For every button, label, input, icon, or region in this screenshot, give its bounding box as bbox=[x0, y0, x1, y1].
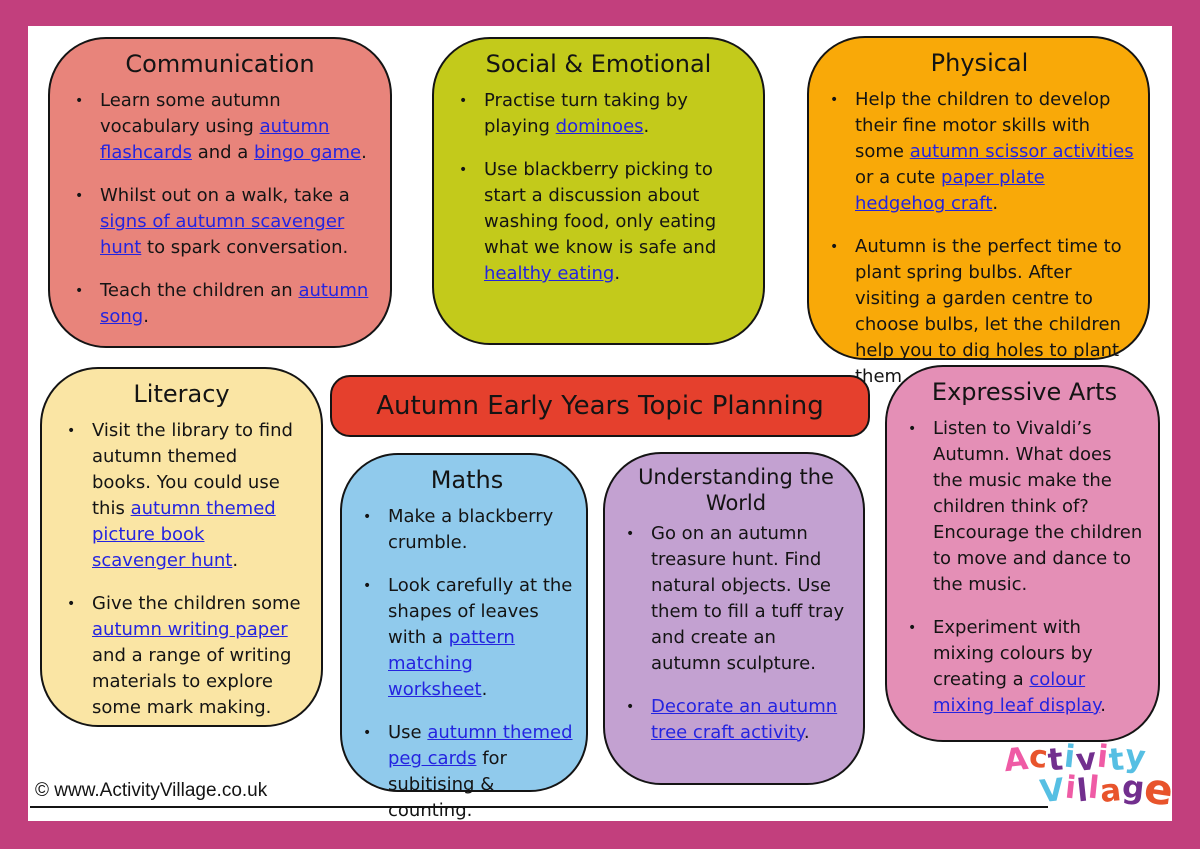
inline-link[interactable]: colour mixing leaf display bbox=[933, 669, 1101, 716]
text-segment: Make a blackberry crumble. bbox=[388, 506, 554, 553]
text-segment: . bbox=[361, 142, 367, 163]
bullet-item: Use blackberry picking to start a discus… bbox=[454, 157, 743, 287]
inline-link[interactable]: bingo game bbox=[254, 142, 362, 163]
logo-letter: e bbox=[1141, 763, 1178, 816]
inline-link[interactable]: autumn flashcards bbox=[100, 116, 330, 163]
text-segment: Use blackberry picking to start a discus… bbox=[484, 159, 717, 258]
bullet-item: Look carefully at the shapes of leaves w… bbox=[358, 573, 576, 703]
inline-link[interactable]: autumn themed picture book scavenger hun… bbox=[92, 498, 276, 571]
copyright-text: © www.ActivityVillage.co.uk bbox=[35, 780, 268, 801]
box-physical: Physical Help the children to develop th… bbox=[807, 36, 1150, 387]
bullet-item: Teach the children an autumn song. bbox=[70, 278, 370, 330]
text-segment: Experiment with mixing colours by creati… bbox=[933, 617, 1093, 690]
text-segment: . bbox=[992, 193, 999, 214]
bullet-list: Go on an autumn treasure hunt. Find natu… bbox=[621, 521, 851, 746]
logo-letter: V bbox=[1038, 771, 1067, 811]
text-segment: Practise turn taking by playing bbox=[484, 90, 688, 137]
bullet-item: Autumn is the perfect time to plant spri… bbox=[825, 234, 1134, 390]
box-title-physical: Physical bbox=[930, 49, 1029, 77]
box-expressive-arts: Expressive Arts Listen to Vivaldi’s Autu… bbox=[885, 365, 1160, 742]
text-segment: to spark conversation. bbox=[141, 237, 349, 258]
bullet-list: Learn some autumn vocabulary using autum… bbox=[70, 88, 370, 330]
box-title-understanding-the-world: Understanding the World bbox=[638, 465, 834, 516]
text-segment: and a bbox=[191, 142, 255, 163]
bullet-item: Whilst out on a walk, take a signs of au… bbox=[70, 183, 370, 261]
bullet-item: Make a blackberry crumble. bbox=[358, 504, 576, 556]
text-segment: Help the children to develop their fine … bbox=[855, 89, 1111, 162]
text-segment: . bbox=[481, 679, 488, 700]
text-segment: Teach the children an bbox=[100, 280, 299, 301]
bullet-item: Practise turn taking by playing dominoes… bbox=[454, 88, 743, 140]
bullet-list: Practise turn taking by playing dominoes… bbox=[454, 88, 743, 287]
bullet-list: Make a blackberry crumble. Look carefully… bbox=[358, 504, 576, 824]
text-segment: . bbox=[143, 306, 149, 327]
main-title: Autumn Early Years Topic Planning bbox=[376, 391, 824, 421]
bullet-item: Experiment with mixing colours by creati… bbox=[903, 615, 1146, 719]
text-segment: . bbox=[643, 116, 650, 137]
text-segment: Go on an autumn treasure hunt. Find natu… bbox=[651, 522, 845, 674]
bullet-list: Help the children to develop their fine … bbox=[825, 87, 1134, 390]
text-segment: Give the children some bbox=[92, 593, 301, 614]
bullet-item: Use autumn themed peg cards for subitisi… bbox=[358, 720, 576, 824]
text-segment: and a range of writing materials to expl… bbox=[92, 645, 292, 718]
box-maths: Maths Make a blackberry crumble. Look car… bbox=[340, 453, 588, 821]
bullet-item: Help the children to develop their fine … bbox=[825, 87, 1134, 217]
text-segment: Listen to Vivaldi’s Autumn. What does th… bbox=[933, 418, 1143, 595]
inline-link[interactable]: healthy eating bbox=[484, 263, 615, 284]
bullet-item: Visit the library to find autumn themed … bbox=[62, 418, 301, 574]
text-segment: Use bbox=[388, 722, 428, 743]
box-understanding-the-world: Understanding the World Go on an autumn … bbox=[603, 452, 865, 785]
box-literacy: Literacy Visit the library to find autum… bbox=[40, 367, 323, 727]
bullet-item: Go on an autumn treasure hunt. Find natu… bbox=[621, 521, 851, 677]
box-title-communication: Communication bbox=[125, 50, 315, 78]
text-segment: . bbox=[803, 721, 810, 743]
bullet-list: Visit the library to find autumn themed … bbox=[62, 418, 301, 721]
text-segment: Visit the library to find autumn themed … bbox=[92, 420, 293, 519]
box-social-emotional: Social & Emotional Practise turn taking … bbox=[432, 37, 765, 345]
bullet-list: Listen to Vivaldi’s Autumn. What does th… bbox=[903, 416, 1146, 719]
box-title-maths: Maths bbox=[430, 466, 504, 494]
bullet-item: Give the children some autumn writing pa… bbox=[62, 591, 301, 721]
inline-link[interactable]: autumn themed peg cards bbox=[388, 722, 573, 769]
inline-link[interactable]: pattern matching worksheet bbox=[388, 627, 515, 700]
text-segment: Whilst out on a walk, take a bbox=[100, 185, 350, 206]
inline-link[interactable]: autumn scissor activities bbox=[909, 141, 1134, 162]
inline-link[interactable]: autumn song bbox=[100, 280, 369, 327]
footer-rule-line bbox=[30, 806, 1048, 808]
logo-letter: A bbox=[1002, 740, 1031, 780]
text-segment: Look carefully at the shapes of leaves w… bbox=[388, 575, 573, 648]
inline-link[interactable]: autumn writing paper bbox=[92, 619, 288, 640]
box-title-social-emotional: Social & Emotional bbox=[485, 50, 712, 78]
text-segment: . bbox=[232, 550, 239, 571]
box-communication: Communication Learn some autumn vocabula… bbox=[48, 37, 392, 348]
text-segment: for subitising & counting. bbox=[388, 748, 507, 821]
text-segment: or a cute bbox=[855, 167, 942, 188]
inline-link[interactable]: Decorate an autumn tree craft activity bbox=[651, 695, 838, 743]
inline-link[interactable]: paper plate hedgehog craft bbox=[855, 167, 1045, 214]
bullet-item: Decorate an autumn tree craft activity. bbox=[621, 694, 851, 746]
inline-link[interactable]: signs of autumn scavenger hunt bbox=[100, 211, 345, 258]
box-title-literacy: Literacy bbox=[133, 380, 230, 408]
inline-link[interactable]: dominoes bbox=[555, 116, 644, 137]
main-title-box: Autumn Early Years Topic Planning bbox=[330, 375, 870, 437]
activity-village-logo: Activity Village bbox=[1002, 738, 1177, 816]
box-title-expressive-arts: Expressive Arts bbox=[931, 378, 1118, 406]
text-segment: Autumn is the perfect time to plant spri… bbox=[855, 236, 1122, 387]
text-segment: . bbox=[1100, 695, 1106, 716]
bullet-item: Listen to Vivaldi’s Autumn. What does th… bbox=[903, 416, 1146, 598]
bullet-item: Learn some autumn vocabulary using autum… bbox=[70, 88, 370, 166]
text-segment: . bbox=[614, 263, 621, 284]
text-segment: Learn some autumn vocabulary using bbox=[100, 90, 281, 137]
